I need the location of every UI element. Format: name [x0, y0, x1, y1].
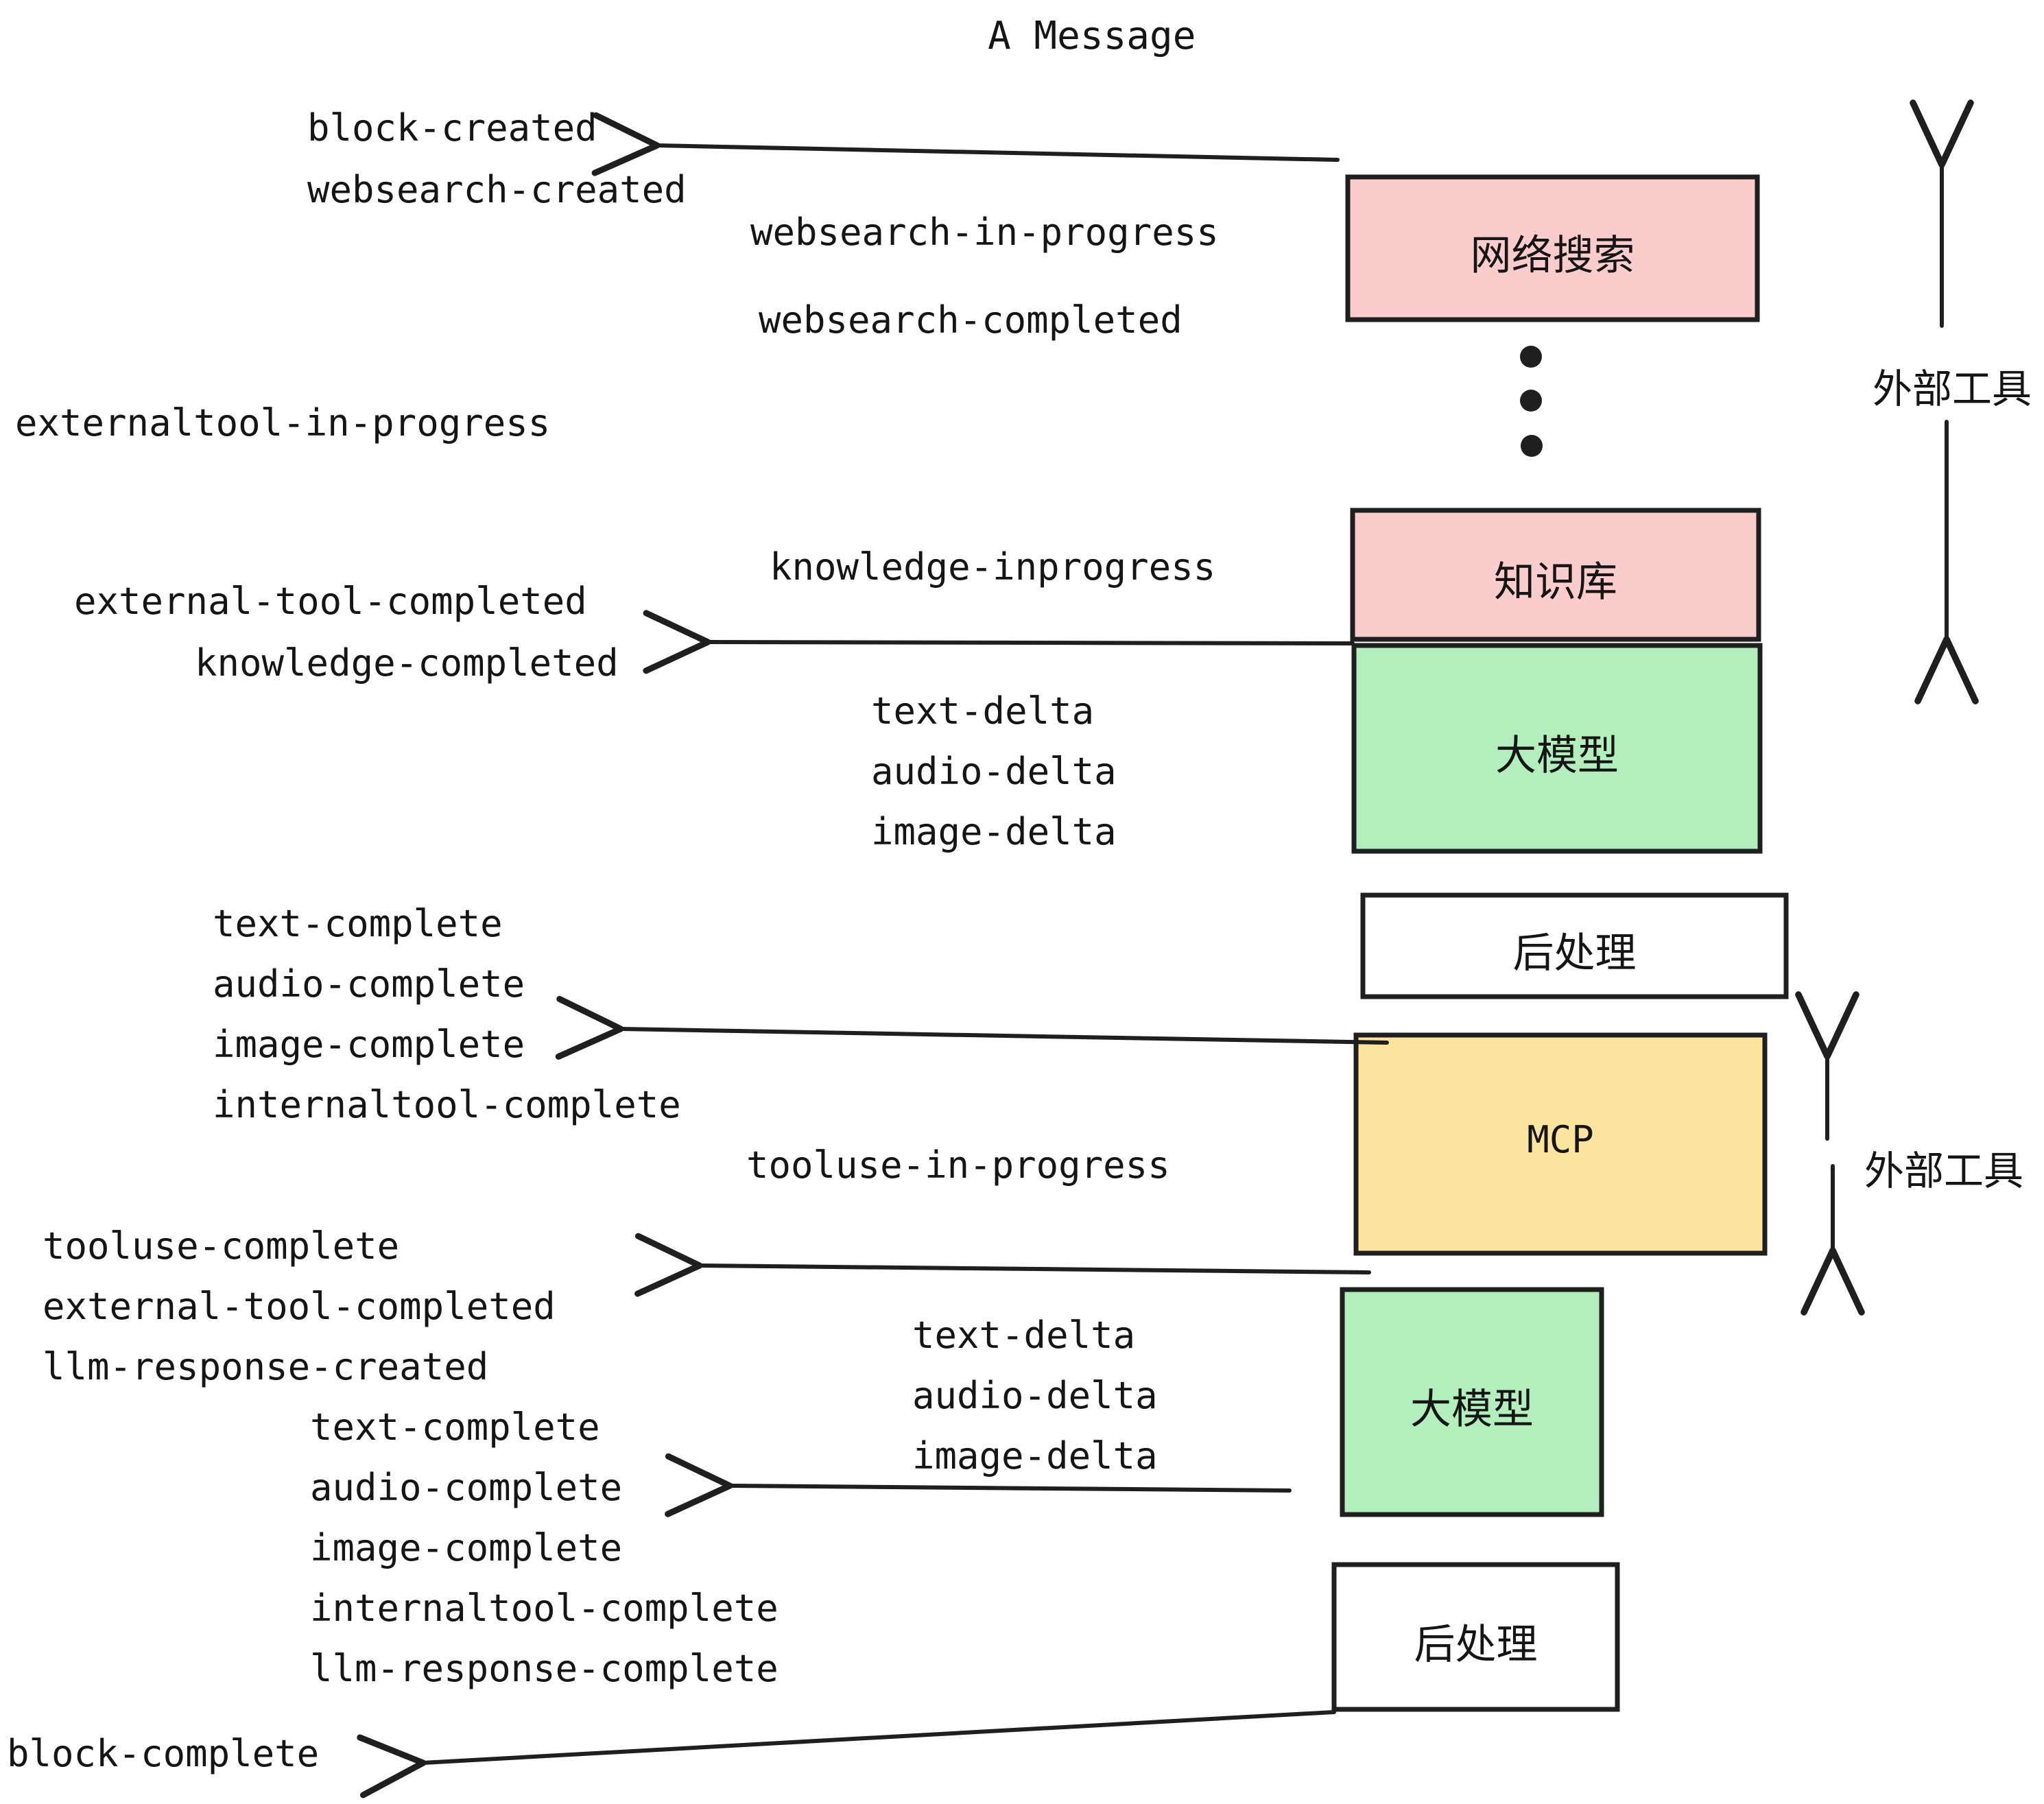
node-label-postproc-1: 后处理: [1512, 929, 1637, 977]
event-label-block-created: block-created: [307, 106, 597, 150]
arrow-image-complete: [555, 995, 1389, 1060]
event-label-websearch-created: websearch-created: [307, 168, 687, 211]
node-box-mcp: [1353, 1032, 1768, 1256]
event-label-image-delta-2: image-delta: [912, 1434, 1158, 1477]
node-box-llm-2: [1340, 1287, 1604, 1517]
ellipsis-dot-2: [1520, 390, 1542, 412]
node-box-postproc-1: [1360, 892, 1789, 999]
event-label-text-delta-1: text-delta: [871, 689, 1095, 733]
event-label-external-tool-completed-1: external-tool-completed: [74, 580, 587, 623]
node-box-websearch: [1345, 174, 1760, 322]
node-label-llm-2: 大模型: [1410, 1386, 1534, 1434]
node-box-postproc-2: [1331, 1562, 1620, 1712]
event-label-audio-complete-1: audio-complete: [213, 962, 525, 1006]
event-label-knowledge-inprogress: knowledge-inprogress: [770, 545, 1216, 589]
event-label-text-delta-2: text-delta: [912, 1314, 1136, 1357]
arrow-knowledge-completed: [643, 610, 1355, 674]
page-title: A Message: [988, 14, 1196, 58]
side-label-external-tools-bottom: 外部工具: [1864, 1148, 2024, 1194]
node-label-mcp: MCP: [1527, 1118, 1594, 1161]
event-label-tooluse-in-progress: tooluse-in-progress: [746, 1143, 1170, 1187]
node-label-websearch: 网络搜索: [1470, 232, 1635, 280]
event-label-audio-complete-2: audio-complete: [310, 1466, 623, 1509]
node-box-knowledge: [1350, 508, 1761, 642]
event-label-websearch-in-progress: websearch-in-progress: [750, 211, 1219, 254]
ellipsis-dot-1: [1520, 346, 1542, 368]
side-label-external-tools-top: 外部工具: [1873, 366, 2032, 412]
event-label-internaltool-complete-2: internaltool-complete: [310, 1587, 779, 1630]
node-label-knowledge: 知识库: [1494, 558, 1617, 606]
event-label-audio-delta-2: audio-delta: [912, 1374, 1158, 1417]
event-label-audio-delta-1: audio-delta: [871, 750, 1117, 793]
event-label-knowledge-completed: knowledge-completed: [195, 641, 619, 685]
event-label-text-complete-2: text-complete: [310, 1405, 600, 1449]
event-label-externaltool-in-progress: externaltool-in-progress: [15, 401, 551, 444]
event-label-websearch-completed: websearch-completed: [759, 298, 1183, 342]
node-label-llm-1: 大模型: [1495, 732, 1619, 780]
event-label-image-complete-1: image-complete: [213, 1023, 525, 1066]
event-label-llm-response-created: llm-response-created: [43, 1345, 489, 1388]
event-label-llm-response-complete: llm-response-complete: [310, 1647, 779, 1690]
ellipsis-dot-3: [1521, 435, 1543, 457]
event-label-external-tool-completed-2: external-tool-completed: [43, 1285, 556, 1328]
event-label-tooluse-complete: tooluse-complete: [43, 1224, 400, 1268]
event-label-internaltool-complete-1: internaltool-complete: [213, 1083, 681, 1126]
event-label-image-delta-1: image-delta: [871, 810, 1117, 853]
node-box-llm-1: [1351, 643, 1763, 854]
arrow-tooluse-complete: [634, 1233, 1371, 1297]
arrow-block-created: [591, 112, 1340, 176]
arrow-block-complete: [357, 1710, 1336, 1799]
node-label-postproc-2: 后处理: [1414, 1620, 1538, 1669]
arrow-audio-complete: [665, 1453, 1292, 1517]
event-label-text-complete-1: text-complete: [213, 902, 503, 945]
event-label-image-complete-2: image-complete: [310, 1526, 623, 1569]
event-label-block-complete: block-complete: [7, 1732, 320, 1775]
